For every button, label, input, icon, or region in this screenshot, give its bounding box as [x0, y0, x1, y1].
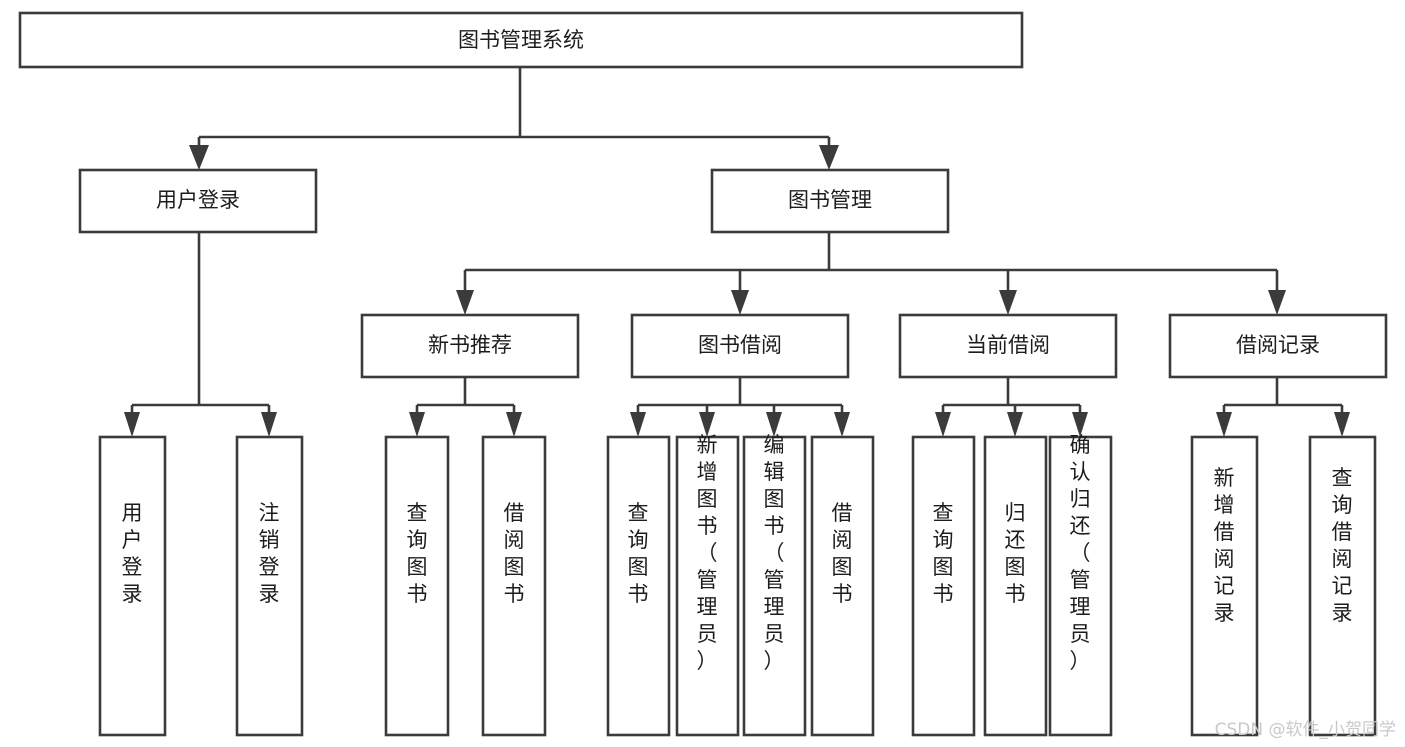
arrow-leaf-user-logout — [261, 412, 277, 437]
leaf-rec-query-book[interactable]: 查询图书 — [384, 435, 450, 737]
arrow-to-current-borrow — [999, 290, 1017, 315]
leaf-record-query-label: 查询借阅记录 — [1332, 466, 1353, 625]
leaf-current-return-book-box[interactable] — [983, 435, 1048, 737]
leaf-record-add[interactable]: 新增借阅记录 — [1190, 435, 1259, 737]
arrow-leaf-borrow-edit-book — [766, 412, 782, 437]
arrow-to-new-book-rec — [456, 290, 474, 315]
node-new-book-rec-box[interactable] — [360, 313, 580, 379]
arrow-leaf-borrow-add-book — [699, 412, 715, 437]
leaf-borrow-edit-book[interactable]: 编辑图书（管理员） — [742, 433, 807, 737]
node-current-borrow-box[interactable] — [898, 313, 1118, 379]
arrow-to-user-login — [189, 145, 209, 170]
leaf-rec-query-book-label: 查询图书 — [407, 501, 428, 606]
leaf-rec-query-book-box[interactable] — [384, 435, 450, 737]
arrow-leaf-current-confirm-return — [1072, 412, 1088, 437]
leaf-user-login-box[interactable] — [98, 435, 167, 737]
leaf-rec-borrow-book-box[interactable] — [481, 435, 547, 737]
arrow-leaf-rec-borrow-book — [506, 412, 522, 437]
leaf-current-confirm-return[interactable]: 确认归还（管理员） — [1048, 433, 1113, 737]
leaf-current-query-book-box[interactable] — [911, 435, 976, 737]
arrow-leaf-record-query — [1334, 412, 1350, 437]
leaf-user-logout[interactable]: 注销登录 — [235, 435, 304, 737]
leaf-borrow-add-book[interactable]: 新增图书（管理员） — [675, 433, 740, 737]
node-current-borrow-label: 当前借阅 — [966, 333, 1050, 357]
leaf-borrow-query-book-label: 查询图书 — [628, 501, 649, 606]
arrow-leaf-borrow-query-book — [630, 412, 646, 437]
node-new-book-rec-label: 新书推荐 — [428, 333, 512, 357]
leaf-borrow-add-book-box[interactable] — [675, 435, 740, 737]
leaf-record-add-box[interactable] — [1190, 435, 1259, 737]
leaf-current-confirm-return-box[interactable] — [1048, 435, 1113, 737]
arrow-to-book-manage — [819, 145, 839, 170]
leaf-current-return-book-label: 归还图书 — [1005, 501, 1026, 606]
leaf-user-login-label: 用户登录 — [122, 501, 143, 606]
node-borrow-record-label: 借阅记录 — [1236, 333, 1320, 357]
leaf-record-query-box[interactable] — [1308, 435, 1377, 737]
leaf-user-login[interactable]: 用户登录 — [98, 435, 167, 737]
node-book-manage-label: 图书管理 — [788, 188, 872, 212]
leaf-user-logout-label: 注销登录 — [259, 501, 280, 606]
node-borrow-record-box[interactable] — [1168, 313, 1388, 379]
node-borrow-record[interactable]: 借阅记录 — [1168, 313, 1388, 379]
arrow-leaf-borrow-borrow-book — [834, 412, 850, 437]
leaf-borrow-query-book[interactable]: 查询图书 — [606, 435, 671, 737]
arrow-leaf-rec-query-book — [409, 412, 425, 437]
node-user-login-box[interactable] — [78, 168, 318, 234]
leaf-user-logout-box[interactable] — [235, 435, 304, 737]
leaf-record-query[interactable]: 查询借阅记录 — [1308, 435, 1377, 737]
node-root[interactable]: 图书管理系统 — [18, 11, 1024, 69]
connector-layer — [124, 67, 1350, 437]
leaf-rec-borrow-book-label: 借阅图书 — [504, 501, 525, 606]
leaf-borrow-query-book-box[interactable] — [606, 435, 671, 737]
leaf-current-query-book[interactable]: 查询图书 — [911, 435, 976, 737]
node-book-manage[interactable]: 图书管理 — [710, 168, 950, 234]
leaf-current-confirm-return-label: 确认归还（管理员） — [1070, 433, 1091, 673]
node-user-login-label: 用户登录 — [156, 188, 240, 212]
arrow-leaf-current-query-book — [935, 412, 951, 437]
arrow-leaf-current-return-book — [1007, 412, 1023, 437]
node-book-borrow-box[interactable] — [630, 313, 850, 379]
arrow-to-borrow-record — [1268, 290, 1286, 315]
arrow-leaf-user-login — [124, 412, 140, 437]
node-current-borrow[interactable]: 当前借阅 — [898, 313, 1118, 379]
leaf-borrow-edit-book-label: 编辑图书（管理员） — [764, 433, 785, 673]
leaf-borrow-borrow-book-box[interactable] — [810, 435, 875, 737]
arrow-leaf-record-add — [1216, 412, 1232, 437]
leaf-borrow-borrow-book-label: 借阅图书 — [832, 501, 853, 606]
node-root-box[interactable] — [18, 11, 1024, 69]
node-new-book-rec[interactable]: 新书推荐 — [360, 313, 580, 379]
node-book-borrow-label: 图书借阅 — [698, 333, 782, 357]
node-root-label: 图书管理系统 — [458, 28, 584, 52]
arrow-to-book-borrow — [731, 290, 749, 315]
leaf-borrow-add-book-label: 新增图书（管理员） — [697, 433, 718, 673]
node-user-login[interactable]: 用户登录 — [78, 168, 318, 234]
leaf-rec-borrow-book[interactable]: 借阅图书 — [481, 435, 547, 737]
leaf-borrow-edit-book-box[interactable] — [742, 435, 807, 737]
csdn-watermark: CSDN @软件_小贺同学 — [1215, 720, 1396, 740]
leaf-current-return-book[interactable]: 归还图书 — [983, 435, 1048, 737]
leaf-record-add-label: 新增借阅记录 — [1214, 466, 1235, 625]
leaf-borrow-borrow-book[interactable]: 借阅图书 — [810, 435, 875, 737]
node-book-borrow[interactable]: 图书借阅 — [630, 313, 850, 379]
node-book-manage-box[interactable] — [710, 168, 950, 234]
leaf-current-query-book-label: 查询图书 — [933, 501, 954, 606]
